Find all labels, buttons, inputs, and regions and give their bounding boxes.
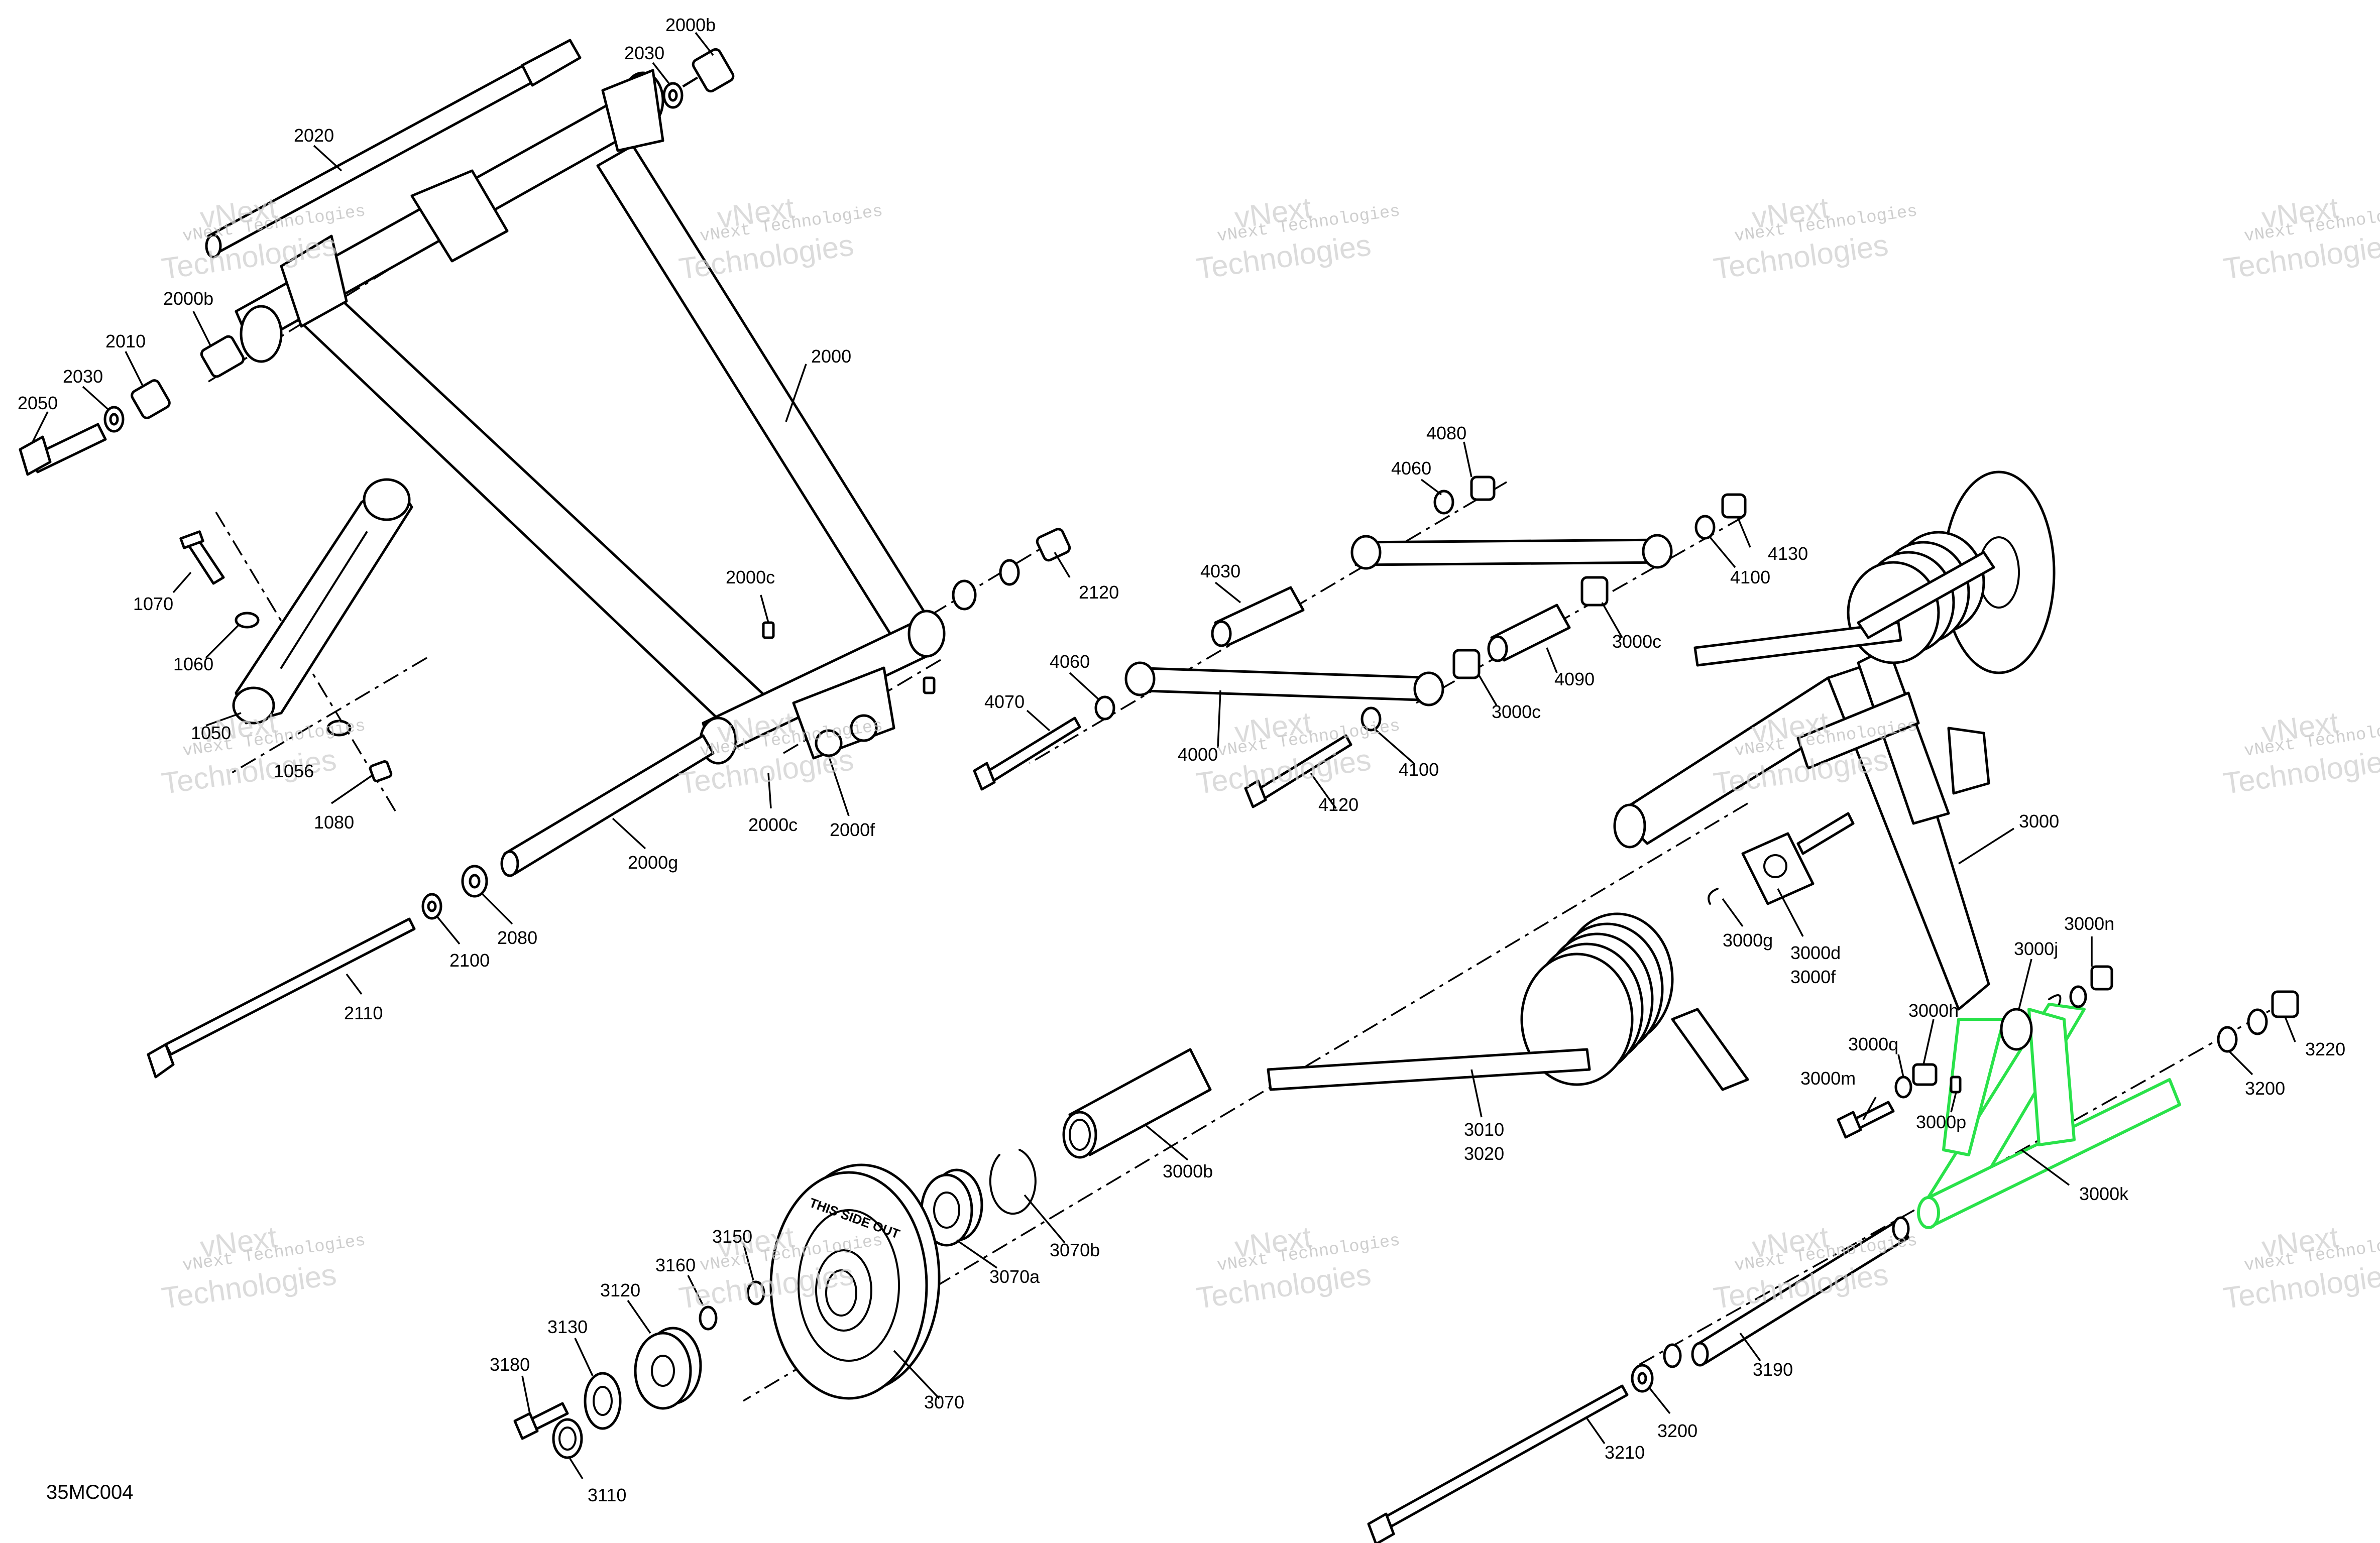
part-label[interactable]: 3000h: [1908, 1000, 1959, 1021]
diagram-code: 35MC004: [46, 1481, 133, 1503]
bolt-3210: [1367, 1384, 1629, 1543]
tube-3000b: [1062, 1048, 1212, 1159]
part-label[interactable]: 3000f: [1790, 967, 1836, 987]
front-arm-2000: [235, 69, 946, 765]
part-label[interactable]: 3000q: [1848, 1034, 1898, 1054]
part-label[interactable]: 3180: [490, 1354, 530, 1375]
clip-3070b: [989, 1149, 1037, 1215]
part-label[interactable]: 2100: [449, 950, 490, 971]
spacers-4030-4090: [1211, 586, 1571, 662]
part-label[interactable]: 3000n: [2064, 913, 2114, 934]
part-label[interactable]: 3000d: [1790, 942, 1841, 963]
shaft-2020: [205, 39, 582, 259]
part-label[interactable]: 3210: [1605, 1442, 1645, 1463]
part-label[interactable]: 3000: [2019, 811, 2059, 832]
spring-top: [1693, 470, 2056, 674]
part-label[interactable]: 4100: [1730, 567, 1770, 587]
link-4000-upper: [1350, 534, 1673, 570]
bolts-4070-4120: [973, 717, 1352, 808]
part-label[interactable]: 4060: [1050, 651, 1090, 672]
part-label[interactable]: 2000f: [830, 819, 875, 840]
mount-3000d: [1708, 812, 1855, 905]
part-label[interactable]: 3130: [547, 1317, 588, 1337]
part-label[interactable]: 1060: [173, 654, 213, 674]
part-label[interactable]: 3200: [1657, 1420, 1697, 1441]
part-label[interactable]: 1080: [314, 812, 354, 833]
part-label[interactable]: 4060: [1391, 458, 1431, 479]
part-label[interactable]: 4000: [1178, 744, 1218, 765]
leader-lines: [32, 32, 2296, 1479]
part-label[interactable]: 3200: [2245, 1078, 2285, 1099]
upper-hardware: [19, 48, 735, 476]
spring-3010: [1267, 912, 1749, 1091]
part-label[interactable]: 3070a: [989, 1266, 1040, 1287]
shaft-3190: [1691, 1216, 1910, 1367]
part-label[interactable]: 3160: [655, 1255, 696, 1275]
part-label[interactable]: 3000m: [1800, 1068, 1856, 1089]
part-label[interactable]: 1056: [274, 761, 314, 781]
part-label[interactable]: 1050: [191, 723, 231, 743]
part-label[interactable]: 3000k: [2079, 1183, 2129, 1204]
part-label[interactable]: 2000c: [726, 567, 775, 587]
washers-3200: [1631, 1343, 1682, 1393]
bolt-2110: [147, 917, 416, 1079]
plate-3130: [584, 1372, 622, 1430]
part-label[interactable]: 3120: [600, 1280, 640, 1300]
part-label[interactable]: 3000g: [1723, 930, 1773, 951]
washers-2080-2100: [421, 865, 488, 920]
part-label[interactable]: 3010: [1464, 1119, 1504, 1140]
part-label[interactable]: 2000c: [748, 814, 798, 835]
part-label[interactable]: 2080: [497, 927, 537, 948]
part-label[interactable]: 3070b: [1050, 1240, 1100, 1260]
part-label[interactable]: 1070: [133, 594, 173, 614]
part-label[interactable]: 4100: [1399, 759, 1439, 780]
part-label[interactable]: 4030: [1200, 561, 1240, 581]
part-label[interactable]: 4130: [1768, 543, 1808, 564]
part-label[interactable]: 2000b: [665, 15, 716, 35]
part-label[interactable]: 2030: [63, 366, 103, 387]
part-label[interactable]: 2120: [1079, 582, 1119, 603]
part-label[interactable]: 3000c: [1612, 631, 1661, 652]
part-label[interactable]: 3110: [588, 1485, 626, 1505]
part-label[interactable]: 3020: [1464, 1143, 1504, 1164]
part-label[interactable]: 2000: [811, 346, 851, 367]
wheel-3070: THIS SIDE OUT: [769, 1163, 941, 1400]
part-label[interactable]: 3000p: [1916, 1112, 1966, 1132]
bushings-4060-4080-4100-4130: [1094, 476, 1747, 732]
link-4000-lower: [1124, 661, 1444, 706]
part-label[interactable]: 2010: [105, 331, 146, 351]
rear-arm-3000: [1613, 646, 1990, 1011]
part-label[interactable]: 2000b: [163, 288, 213, 309]
part-label[interactable]: 2050: [18, 393, 58, 413]
part-label[interactable]: 4090: [1554, 669, 1595, 689]
part-label[interactable]: 3190: [1753, 1359, 1793, 1380]
sub-arm-3000k: [1917, 1003, 2181, 1229]
hardware-2120: [762, 528, 1071, 694]
hardware-3000: [1837, 965, 2113, 1139]
bolt-3180: [513, 1402, 569, 1440]
part-labels: 2000b 2030 2020 2000 2000b 2010 2030 205…: [18, 15, 2345, 1505]
part-label[interactable]: 2020: [294, 125, 334, 146]
part-label[interactable]: 2000g: [628, 852, 678, 873]
part-label[interactable]: 3220: [2305, 1039, 2345, 1059]
part-label[interactable]: 2110: [344, 1003, 383, 1023]
hardware-3220: [2217, 990, 2299, 1053]
part-label[interactable]: 4120: [1318, 794, 1358, 815]
part-label[interactable]: 3000c: [1492, 701, 1541, 722]
link-1050: [179, 478, 413, 783]
part-label[interactable]: 3000b: [1163, 1161, 1213, 1181]
part-label[interactable]: 2030: [624, 43, 664, 63]
ring-3110: [552, 1418, 583, 1459]
part-label[interactable]: 3070: [924, 1392, 964, 1412]
part-label[interactable]: 4080: [1426, 423, 1466, 443]
part-label[interactable]: 3150: [712, 1226, 752, 1247]
hub-3120: [634, 1327, 702, 1410]
part-label[interactable]: 3000j: [2014, 938, 2058, 959]
shaft-2000g: [500, 734, 715, 877]
part-label[interactable]: 4070: [984, 691, 1025, 712]
washers-3150-3160: [699, 1280, 765, 1331]
